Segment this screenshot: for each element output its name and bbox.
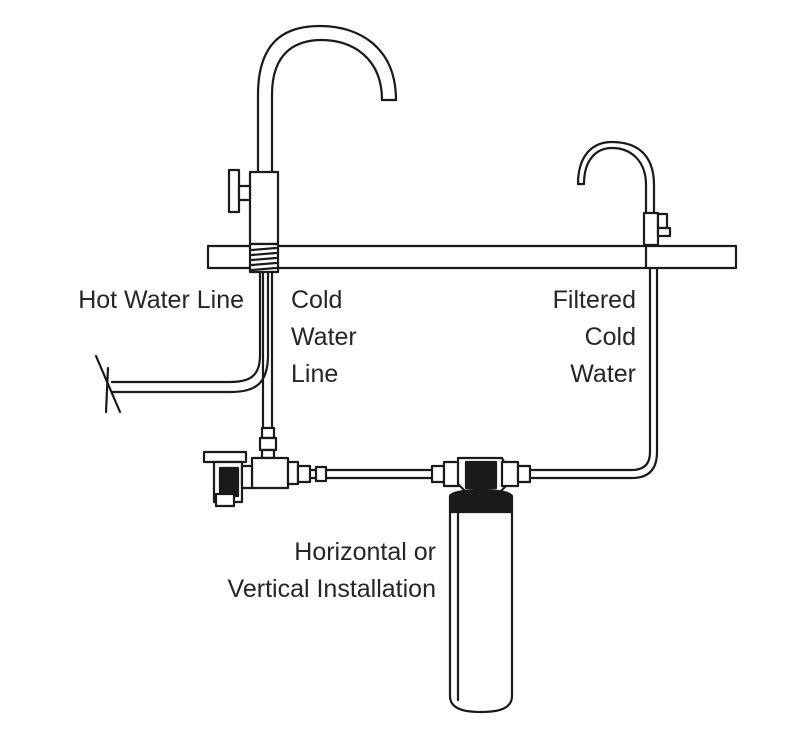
installation-label: Horizontal or Vertical Installation xyxy=(150,534,436,608)
filtered-cold-water-label: Filtered Cold Water xyxy=(500,282,636,393)
cold-water-line-label: Cold Water Line xyxy=(291,282,401,393)
installation-text-1: Horizontal or xyxy=(294,538,436,566)
hot-water-line-pipe xyxy=(94,270,270,414)
countertop xyxy=(206,244,738,270)
filtered-cold-water-text-3: Water xyxy=(570,360,636,388)
filtered-water-tube xyxy=(528,243,659,480)
installation-text-2: Vertical Installation xyxy=(227,575,436,603)
cold-water-line-text-1: Cold xyxy=(291,286,343,314)
cold-water-line-text-2: Water xyxy=(291,323,357,351)
filtered-cold-water-text-1: Filtered xyxy=(552,286,636,314)
cold-water-line-text-3: Line xyxy=(291,360,339,388)
hot-water-line-text: Hot Water Line xyxy=(78,286,244,314)
filter-head xyxy=(442,456,532,494)
cold-water-line-pipe xyxy=(258,270,278,460)
supply-tube xyxy=(308,464,446,484)
filter-cartridge xyxy=(448,488,514,714)
main-faucet xyxy=(227,24,398,274)
filtered-water-faucet xyxy=(576,140,672,247)
hot-water-line-label: Hot Water Line xyxy=(30,282,244,319)
tee-valve xyxy=(202,450,312,508)
filtered-cold-water-text-2: Cold xyxy=(584,323,636,351)
